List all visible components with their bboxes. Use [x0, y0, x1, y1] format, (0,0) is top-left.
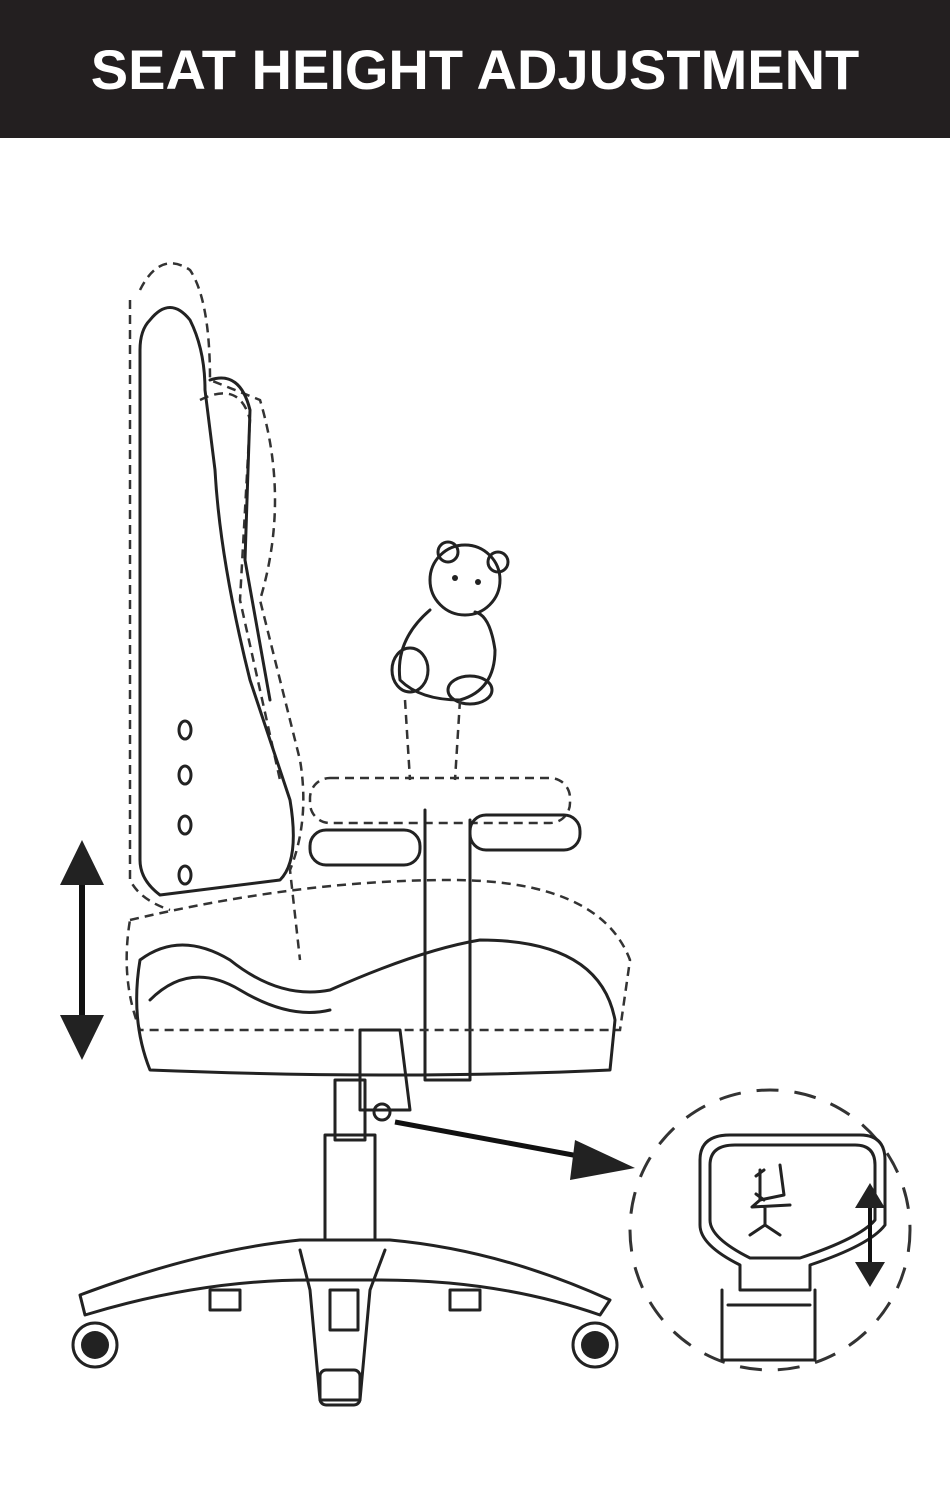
gas-lift: [323, 1028, 412, 1242]
up-down-arrow-icon: [60, 840, 104, 1060]
star-base: [71, 1238, 619, 1407]
pointer-arrow-icon: [394, 1119, 635, 1180]
armrest: [308, 699, 582, 1082]
backrest: [138, 306, 295, 897]
chair-height-icon: [748, 1163, 792, 1237]
lever-detail-callout: [628, 1088, 912, 1372]
page-title: SEAT HEIGHT ADJUSTMENT: [90, 37, 860, 101]
backrest-raised-outline: [128, 262, 305, 961]
header-banner: SEAT HEIGHT ADJUSTMENT: [0, 0, 950, 138]
bear-pillow: [390, 540, 510, 706]
seat: [125, 878, 632, 1077]
